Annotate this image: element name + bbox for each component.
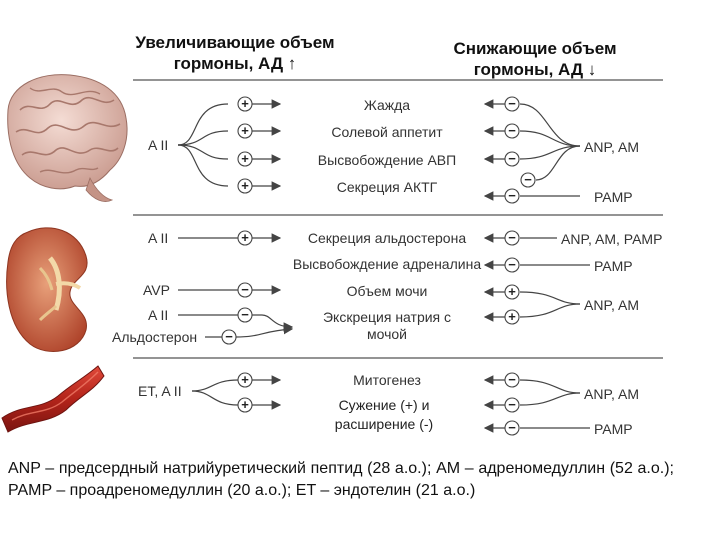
kidney-plus-3: + [504, 309, 520, 325]
kidney-source-1: A II [148, 230, 168, 246]
kidney-right-label-2: PAMP [594, 258, 633, 274]
brain-branch-1 [177, 103, 229, 146]
kidney-plus-1: + [237, 230, 253, 246]
vessel-source-label: ET, A II [138, 383, 182, 399]
vessel-minus-1: − [504, 372, 520, 388]
footnote: ANP – предсердный натрийуретический пепт… [8, 460, 674, 499]
svg-text:+: + [508, 284, 516, 299]
brain-right-label-2: PAMP [594, 189, 633, 205]
brain-plus-1: + [237, 96, 253, 112]
kidney-minus-4: − [504, 230, 520, 246]
brain-branch-4 [177, 144, 229, 187]
brain-plus-4: + [237, 178, 253, 194]
svg-text:−: − [508, 257, 516, 272]
hormone-diagram: A II + + + + Жажда Солевой аппетит Высво… [1, 74, 663, 438]
svg-text:−: − [508, 188, 516, 203]
svg-text:+: + [508, 309, 516, 324]
svg-text:−: − [508, 230, 516, 245]
left-header: Увеличивающие объем гормоны, АД ↑ [135, 33, 335, 73]
brain-plus-3: + [237, 151, 253, 167]
svg-text:+: + [241, 397, 249, 412]
svg-text:−: − [508, 420, 516, 435]
kidney-icon [6, 227, 88, 352]
svg-text:+: + [241, 151, 249, 166]
right-header: Снижающие объем гормоны, АД ↓ [453, 39, 617, 79]
svg-text:+: + [241, 123, 249, 138]
brain-effect-2: Солевой аппетит [331, 124, 443, 140]
svg-text:+: + [241, 96, 249, 111]
brain-effect-4: Секреция АКТГ [337, 179, 438, 195]
kidney-effect-2: Высвобождение адреналина [293, 256, 481, 272]
kidney-plus-2: + [504, 284, 520, 300]
svg-text:−: − [508, 397, 516, 412]
brain-branch-3 [177, 144, 229, 160]
vessel-minus-3: − [504, 420, 520, 436]
kidney-right-label-1: ANP, AM, PAMP [561, 231, 662, 247]
kidney-minus-2: − [237, 307, 253, 323]
svg-text:−: − [225, 329, 233, 344]
svg-text:+: + [241, 178, 249, 193]
kidney-effect-4: Экскреция натрия с мочой [322, 309, 452, 342]
brain-plus-2: + [237, 123, 253, 139]
brain-effect-1: Жажда [364, 97, 410, 113]
vessel-effect-2: Сужение (+) и расширение (-) сосудов [334, 397, 434, 438]
svg-text:−: − [508, 123, 516, 138]
svg-text:−: − [508, 96, 516, 111]
vessel-minus-2: − [504, 397, 520, 413]
kidney-effect-3: Объем мочи [347, 283, 428, 299]
blood-vessel-icon [1, 365, 105, 433]
kidney-minus-5: − [504, 257, 520, 273]
svg-text:−: − [524, 172, 532, 187]
svg-text:−: − [241, 282, 249, 297]
brain-effect-3: Высвобождение АВП [318, 152, 456, 168]
kidney-source-4: Альдостерон [112, 329, 197, 345]
brain-minus-4: − [504, 188, 520, 204]
svg-text:+: + [241, 372, 249, 387]
vessel-right-label-2: PAMP [594, 421, 633, 437]
kidney-source-2: AVP [143, 282, 170, 298]
brain-source-label: A II [148, 137, 168, 153]
brain-minus-5: − [520, 172, 536, 188]
brain-minus-1: − [504, 96, 520, 112]
brain-right-label-1: ANP, AM [584, 139, 639, 155]
kidney-source-3: A II [148, 307, 168, 323]
kidney-minus-1: − [237, 282, 253, 298]
brain-icon [7, 74, 128, 202]
vessel-plus-2: + [237, 397, 253, 413]
brain-branch-2 [177, 130, 229, 146]
brain-minus-3: − [504, 151, 520, 167]
vessel-right-label-1: ANP, AM [584, 386, 639, 402]
svg-text:−: − [241, 307, 249, 322]
kidney-minus-3: − [221, 329, 237, 345]
vessel-effect-1: Митогенез [353, 372, 421, 388]
svg-text:−: − [508, 372, 516, 387]
svg-text:−: − [508, 151, 516, 166]
kidney-effect-1: Секреция альдостерона [308, 230, 466, 246]
vessel-plus-1: + [237, 372, 253, 388]
kidney-right-label-3: ANP, AM [584, 297, 639, 313]
brain-minus-2: − [504, 123, 520, 139]
svg-text:+: + [241, 230, 249, 245]
